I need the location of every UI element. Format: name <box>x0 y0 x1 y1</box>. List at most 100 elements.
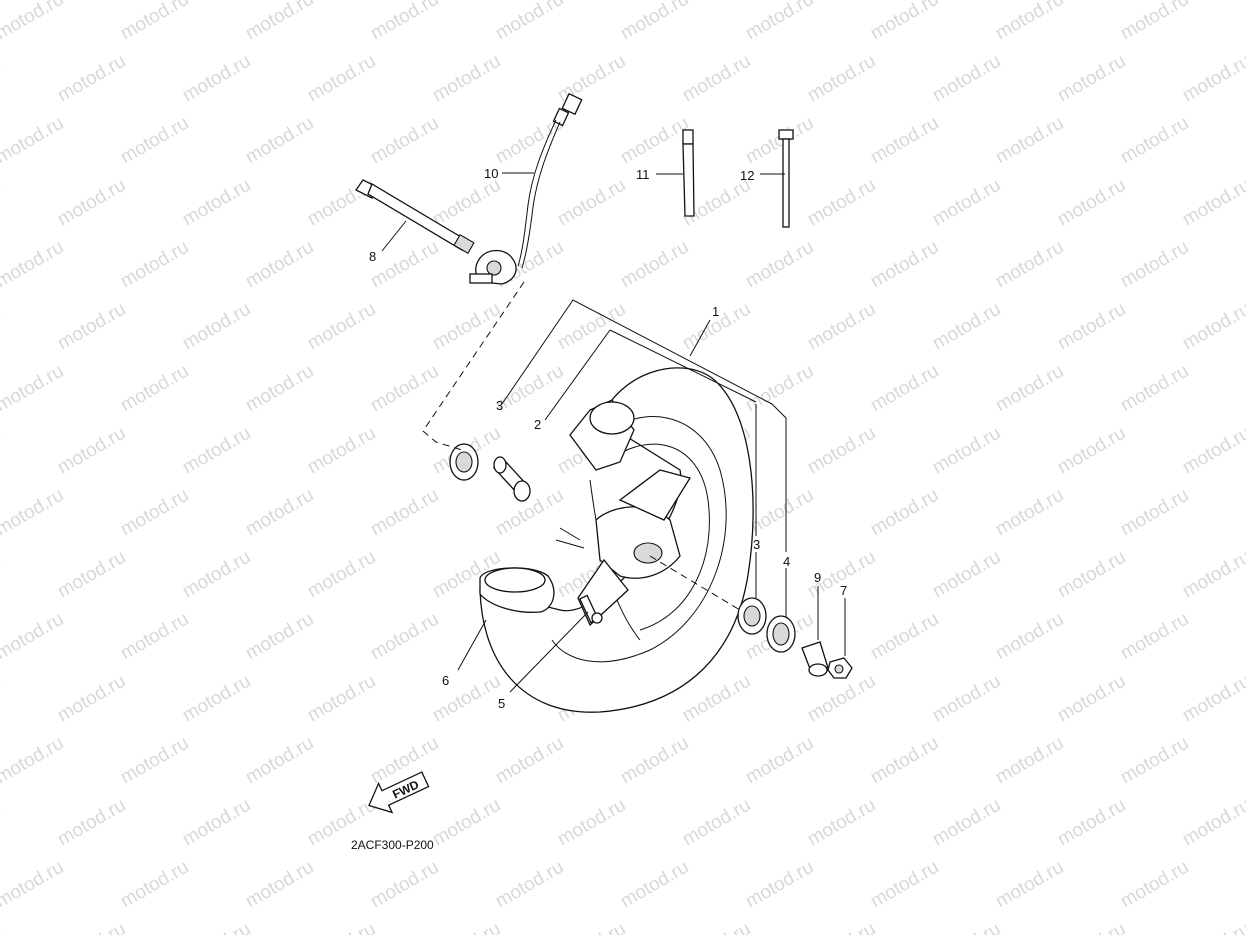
fwd-label: FWD <box>390 777 421 801</box>
watermark-text: motod.ru <box>804 795 879 851</box>
callout-2: 2 <box>534 417 541 432</box>
watermark-text: motod.ru <box>0 485 67 541</box>
watermark-text: motod.ru <box>1117 361 1192 417</box>
part-8-wheel-axle <box>355 179 475 254</box>
watermark-text: motod.ru <box>0 671 4 727</box>
watermark-text: motod.ru <box>492 733 567 789</box>
watermark-text: motod.ru <box>0 795 4 851</box>
watermark-text: motod.ru <box>429 175 504 231</box>
watermark-text: motod.ru <box>1242 0 1246 44</box>
watermark-text: motod.ru <box>0 175 4 231</box>
watermark-text: motod.ru <box>804 175 879 231</box>
watermark-text: motod.ru <box>179 175 254 231</box>
watermark-text: motod.ru <box>242 361 317 417</box>
part-3-bearing-left <box>449 443 479 481</box>
watermark-text: motod.ru <box>867 733 942 789</box>
watermark-text: motod.ru <box>1054 51 1129 107</box>
watermark-text: motod.ru <box>1117 237 1192 293</box>
watermark-text: motod.ru <box>1179 423 1246 479</box>
watermark-text: motod.ru <box>0 113 67 169</box>
watermark-text: motod.ru <box>554 795 629 851</box>
watermark-text: motod.ru <box>242 237 317 293</box>
watermark-text: motod.ru <box>179 795 254 851</box>
watermark-text: motod.ru <box>1117 113 1192 169</box>
watermark-text: motod.ru <box>617 113 692 169</box>
watermark-text: motod.ru <box>54 175 129 231</box>
watermark-text: motod.ru <box>0 919 4 935</box>
watermark-text: motod.ru <box>0 609 67 665</box>
watermark-text: motod.ru <box>992 113 1067 169</box>
watermark-text: motod.ru <box>554 299 629 355</box>
watermark-text: motod.ru <box>492 361 567 417</box>
watermark-text: motod.ru <box>1242 733 1246 789</box>
watermark-text: motod.ru <box>929 423 1004 479</box>
watermark-text: motod.ru <box>242 609 317 665</box>
watermark-text: motod.ru <box>1179 299 1246 355</box>
watermark-text: motod.ru <box>304 51 379 107</box>
watermark-text: motod.ru <box>0 299 4 355</box>
callout-8: 8 <box>369 249 376 264</box>
watermark-text: motod.ru <box>1242 857 1246 913</box>
watermark-text: motod.ru <box>179 919 254 935</box>
callout-6: 6 <box>442 673 449 688</box>
watermark-text: motod.ru <box>679 51 754 107</box>
part-11-cable-tie <box>682 129 695 217</box>
watermark-text: motod.ru <box>367 485 442 541</box>
watermark-text: motod.ru <box>1054 795 1129 851</box>
watermark-text: motod.ru <box>0 237 67 293</box>
watermark-text: motod.ru <box>367 237 442 293</box>
watermark-text: motod.ru <box>1117 0 1192 44</box>
watermark-text: motod.ru <box>1179 795 1246 851</box>
watermark-text: motod.ru <box>929 671 1004 727</box>
callout-3-right: 3 <box>753 537 760 552</box>
watermark-text: motod.ru <box>992 485 1067 541</box>
watermark-text: motod.ru <box>804 51 879 107</box>
watermark-text: motod.ru <box>1054 671 1129 727</box>
watermark-text: motod.ru <box>617 733 692 789</box>
watermark-text: motod.ru <box>179 547 254 603</box>
watermark-text: motod.ru <box>867 361 942 417</box>
watermark-text: motod.ru <box>1054 299 1129 355</box>
watermark-text: motod.ru <box>304 671 379 727</box>
watermark-text: motod.ru <box>304 919 379 935</box>
watermark-text: motod.ru <box>54 919 129 935</box>
watermark-text: motod.ru <box>54 299 129 355</box>
watermark-text: motod.ru <box>617 0 692 44</box>
part-10-speedometer-cable <box>469 92 583 285</box>
callout-11: 11 <box>636 167 650 182</box>
watermark-text: motod.ru <box>242 733 317 789</box>
watermark-text: motod.ru <box>929 795 1004 851</box>
watermark-text: motod.ru <box>242 485 317 541</box>
watermark-text: motod.ru <box>367 609 442 665</box>
watermark-text: motod.ru <box>304 299 379 355</box>
callout-12: 12 <box>740 168 754 183</box>
callout-9: 9 <box>814 570 821 585</box>
watermark-text: motod.ru <box>992 237 1067 293</box>
watermark-text: motod.ru <box>304 423 379 479</box>
part-1-wheel <box>479 367 754 713</box>
watermark-text: motod.ru <box>929 547 1004 603</box>
watermark-text: motod.ru <box>929 919 1004 935</box>
watermark-text: motod.ru <box>1117 609 1192 665</box>
watermark-text: motod.ru <box>1242 113 1246 169</box>
part-12-cable-tie <box>778 129 794 228</box>
watermark-text: motod.ru <box>554 175 629 231</box>
watermark-text: motod.ru <box>242 857 317 913</box>
watermark-text: motod.ru <box>1242 485 1246 541</box>
watermark-text: motod.ru <box>867 113 942 169</box>
watermark-text: motod.ru <box>0 423 4 479</box>
watermark-text: motod.ru <box>929 299 1004 355</box>
watermark-text: motod.ru <box>429 299 504 355</box>
watermark-text: motod.ru <box>867 237 942 293</box>
watermark-text: motod.ru <box>0 547 4 603</box>
callout-4: 4 <box>783 554 790 569</box>
watermark-text: motod.ru <box>867 857 942 913</box>
callout-5: 5 <box>498 696 505 711</box>
watermark-text: motod.ru <box>867 0 942 44</box>
watermark-text: motod.ru <box>929 175 1004 231</box>
part-7-nut <box>827 657 853 679</box>
watermark-text: motod.ru <box>54 51 129 107</box>
watermark-text: motod.ru <box>429 51 504 107</box>
